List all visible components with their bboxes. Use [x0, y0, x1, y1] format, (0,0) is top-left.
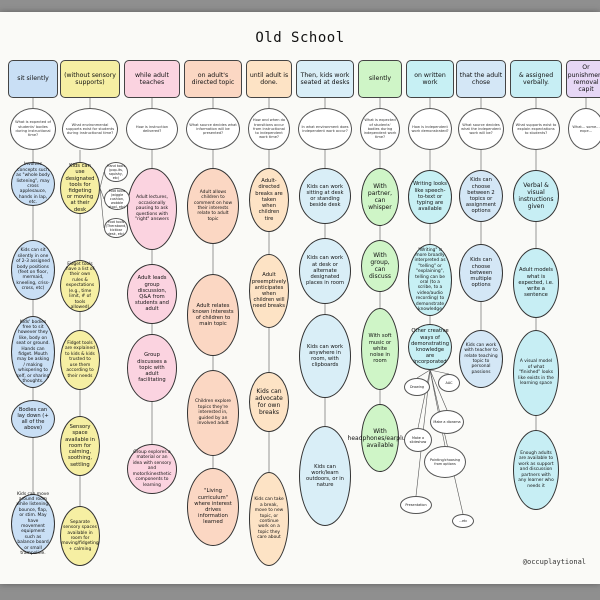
- progression-node: With partner, can whisper: [361, 168, 399, 226]
- progression-node: A visual model of what "finished" looks …: [513, 330, 559, 416]
- progression-node: Kids can work at desk or alternate desig…: [299, 238, 351, 304]
- progression-node: Adult leads group discussion, Q&A from s…: [127, 264, 177, 324]
- connector-line: [417, 369, 431, 429]
- creative-way-bubble: Presentation: [400, 496, 432, 514]
- progression-node: Kids can choose between multiple options: [459, 244, 503, 302]
- progression-node: Fidget tools have a list of their own ru…: [60, 260, 100, 312]
- guiding-question: In what environment does independent wor…: [298, 108, 352, 150]
- progression-node: Fidget tools are explained to kids & kid…: [60, 330, 100, 390]
- column-header: on adult's directed topic: [184, 60, 242, 98]
- column-header: on written work: [406, 60, 454, 98]
- guiding-question: What... some... expe...: [568, 108, 600, 150]
- guiding-question: What is expected of students' bodies dur…: [10, 108, 56, 150]
- progression-node: Kids can work anywhere in room, with cli…: [299, 314, 351, 398]
- connector-line: [429, 369, 448, 411]
- connector-line: [99, 187, 105, 200]
- progression-node: Children explore topics they're interest…: [187, 370, 239, 456]
- progression-node: Involves concepts such as "whole body li…: [11, 162, 55, 206]
- author-credit: @occuplaytional: [522, 558, 586, 566]
- creative-way-bubble: AAC: [438, 374, 460, 392]
- column-header: Or punishment removal capit: [566, 60, 600, 98]
- column-header: until adult is done.: [246, 60, 292, 98]
- creative-way-bubble: Make a slideshow: [404, 428, 432, 452]
- progression-node: Adult models what is expected, i.e. writ…: [513, 248, 559, 318]
- creative-way-bubble: Pointing/choosing from options: [424, 446, 466, 478]
- guiding-question: What is expected of students' bodies dur…: [360, 108, 400, 150]
- progression-node: Kids can advocate for own breaks: [249, 372, 289, 432]
- progression-node: Kids can choose between 2 topics or assi…: [459, 170, 503, 222]
- creative-way-bubble: Drawing: [404, 378, 430, 396]
- connector-line: [99, 187, 105, 229]
- connector-lines: [32, 98, 587, 515]
- progression-node: Adult relates known interests of childre…: [187, 274, 239, 356]
- progression-node: Adult allows children to comment on how …: [187, 168, 239, 244]
- poster-title: Old School: [255, 30, 345, 46]
- guiding-question: How is independent work demonstrated?: [408, 108, 452, 150]
- column-header: silently: [358, 60, 402, 98]
- progression-node: Kids can move around room while listenin…: [11, 492, 55, 556]
- progression-node: Enough adults are available to work as s…: [513, 430, 559, 510]
- guiding-question: What environmental supports exist for st…: [62, 108, 118, 150]
- sensory-tool-bubble: Foot tools (wiggle cushion, wobble stool…: [104, 188, 130, 210]
- column-header: while adult teaches: [124, 60, 180, 98]
- column-header: (without sensory supports): [60, 60, 120, 98]
- column-header: that the adult chose: [456, 60, 506, 98]
- connector-line: [429, 369, 464, 515]
- creative-way-bubble: ...etc: [452, 514, 474, 528]
- connector-line: [416, 369, 431, 379]
- progression-node: Other creative ways of demonstrating kno…: [408, 324, 452, 370]
- progression-node: Verbal & visual instructions given: [513, 170, 559, 222]
- progression-node: Adult-directed breaks are taken when chi…: [249, 168, 289, 232]
- creative-way-bubble: Make a diorama: [430, 410, 464, 434]
- progression-node: With headphones/earplugs available: [348, 404, 412, 472]
- progression-node: Group explores a material or an idea wit…: [127, 444, 177, 494]
- progression-node: With soft music or white noise in room: [361, 308, 399, 390]
- progression-node: "Living curriculum" where interest drive…: [187, 468, 239, 546]
- sensory-tool-bubble: Foot tools (Theraband, kickbar desk, etc…: [104, 218, 128, 238]
- progression-node: Kids can use designated tools for fidget…: [60, 162, 100, 214]
- progression-node: "Writing" is more broadly interpreted as…: [408, 244, 452, 316]
- progression-node: Bodies can lay down (+ all of the above): [11, 400, 55, 438]
- progression-node: Group discusses a topic with adult facil…: [127, 334, 177, 402]
- progression-node: Writing looks like speech-to-text or typ…: [408, 170, 452, 224]
- progression-node: Kids can take a break, move to new topic…: [249, 472, 289, 566]
- progression-node: Kids can sit silently in one of 2-3 assi…: [11, 240, 55, 300]
- column-header: sit silently: [8, 60, 58, 98]
- progression-node: Adult preemptively anticipates when chil…: [249, 254, 289, 328]
- connector-line: [99, 171, 105, 189]
- progression-node: Sensory space available in room for calm…: [60, 416, 100, 476]
- guiding-question: What supports exist to explain expectati…: [512, 108, 560, 150]
- sensory-tool-bubble: Hand tools (pop-its, squishy, etc): [104, 162, 128, 182]
- guiding-question: How and when do transitions occur from i…: [248, 108, 290, 150]
- column-header: Then, kids work seated at desks: [296, 60, 354, 98]
- column-header: & assigned verbally.: [510, 60, 562, 98]
- progression-node: Kids can work with teacher to relate tea…: [459, 330, 503, 388]
- progression-node: Kids can work/learn outdoors, or in natu…: [299, 426, 351, 526]
- connector-line: [429, 369, 450, 375]
- guiding-question: How is instruction delivered?: [126, 108, 178, 150]
- progression-node: With group, can discuss: [361, 240, 399, 292]
- progression-node: Adult lectures, occasionally pausing to …: [127, 168, 177, 250]
- progression-node: Kids' bodies free to sit however they li…: [11, 316, 55, 388]
- guiding-question: What source decides what the independent…: [458, 108, 504, 150]
- progression-node: Separate sensory spaces available in roo…: [60, 506, 100, 566]
- progression-node: Kids can work sitting at desk or standin…: [299, 168, 351, 224]
- guiding-question: What source decides what information wil…: [186, 108, 240, 150]
